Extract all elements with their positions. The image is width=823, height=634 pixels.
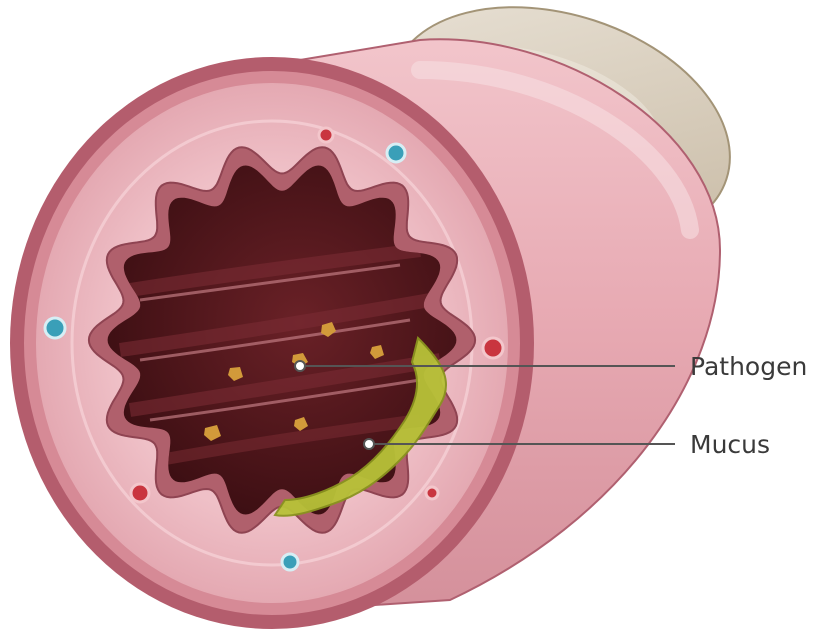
artery-vessel bbox=[426, 487, 438, 499]
mucus-label: Mucus bbox=[690, 430, 770, 459]
pathogen-label: Pathogen bbox=[690, 352, 807, 381]
mucus-pointer-dot bbox=[364, 439, 374, 449]
artery-vessel bbox=[131, 484, 149, 502]
artery-vessel bbox=[319, 128, 333, 142]
vein-vessel bbox=[282, 554, 298, 570]
vein-vessel bbox=[387, 144, 405, 162]
vein-vessel bbox=[45, 318, 65, 338]
artery-vessel bbox=[483, 338, 503, 358]
pathogen-pointer-dot bbox=[295, 361, 305, 371]
